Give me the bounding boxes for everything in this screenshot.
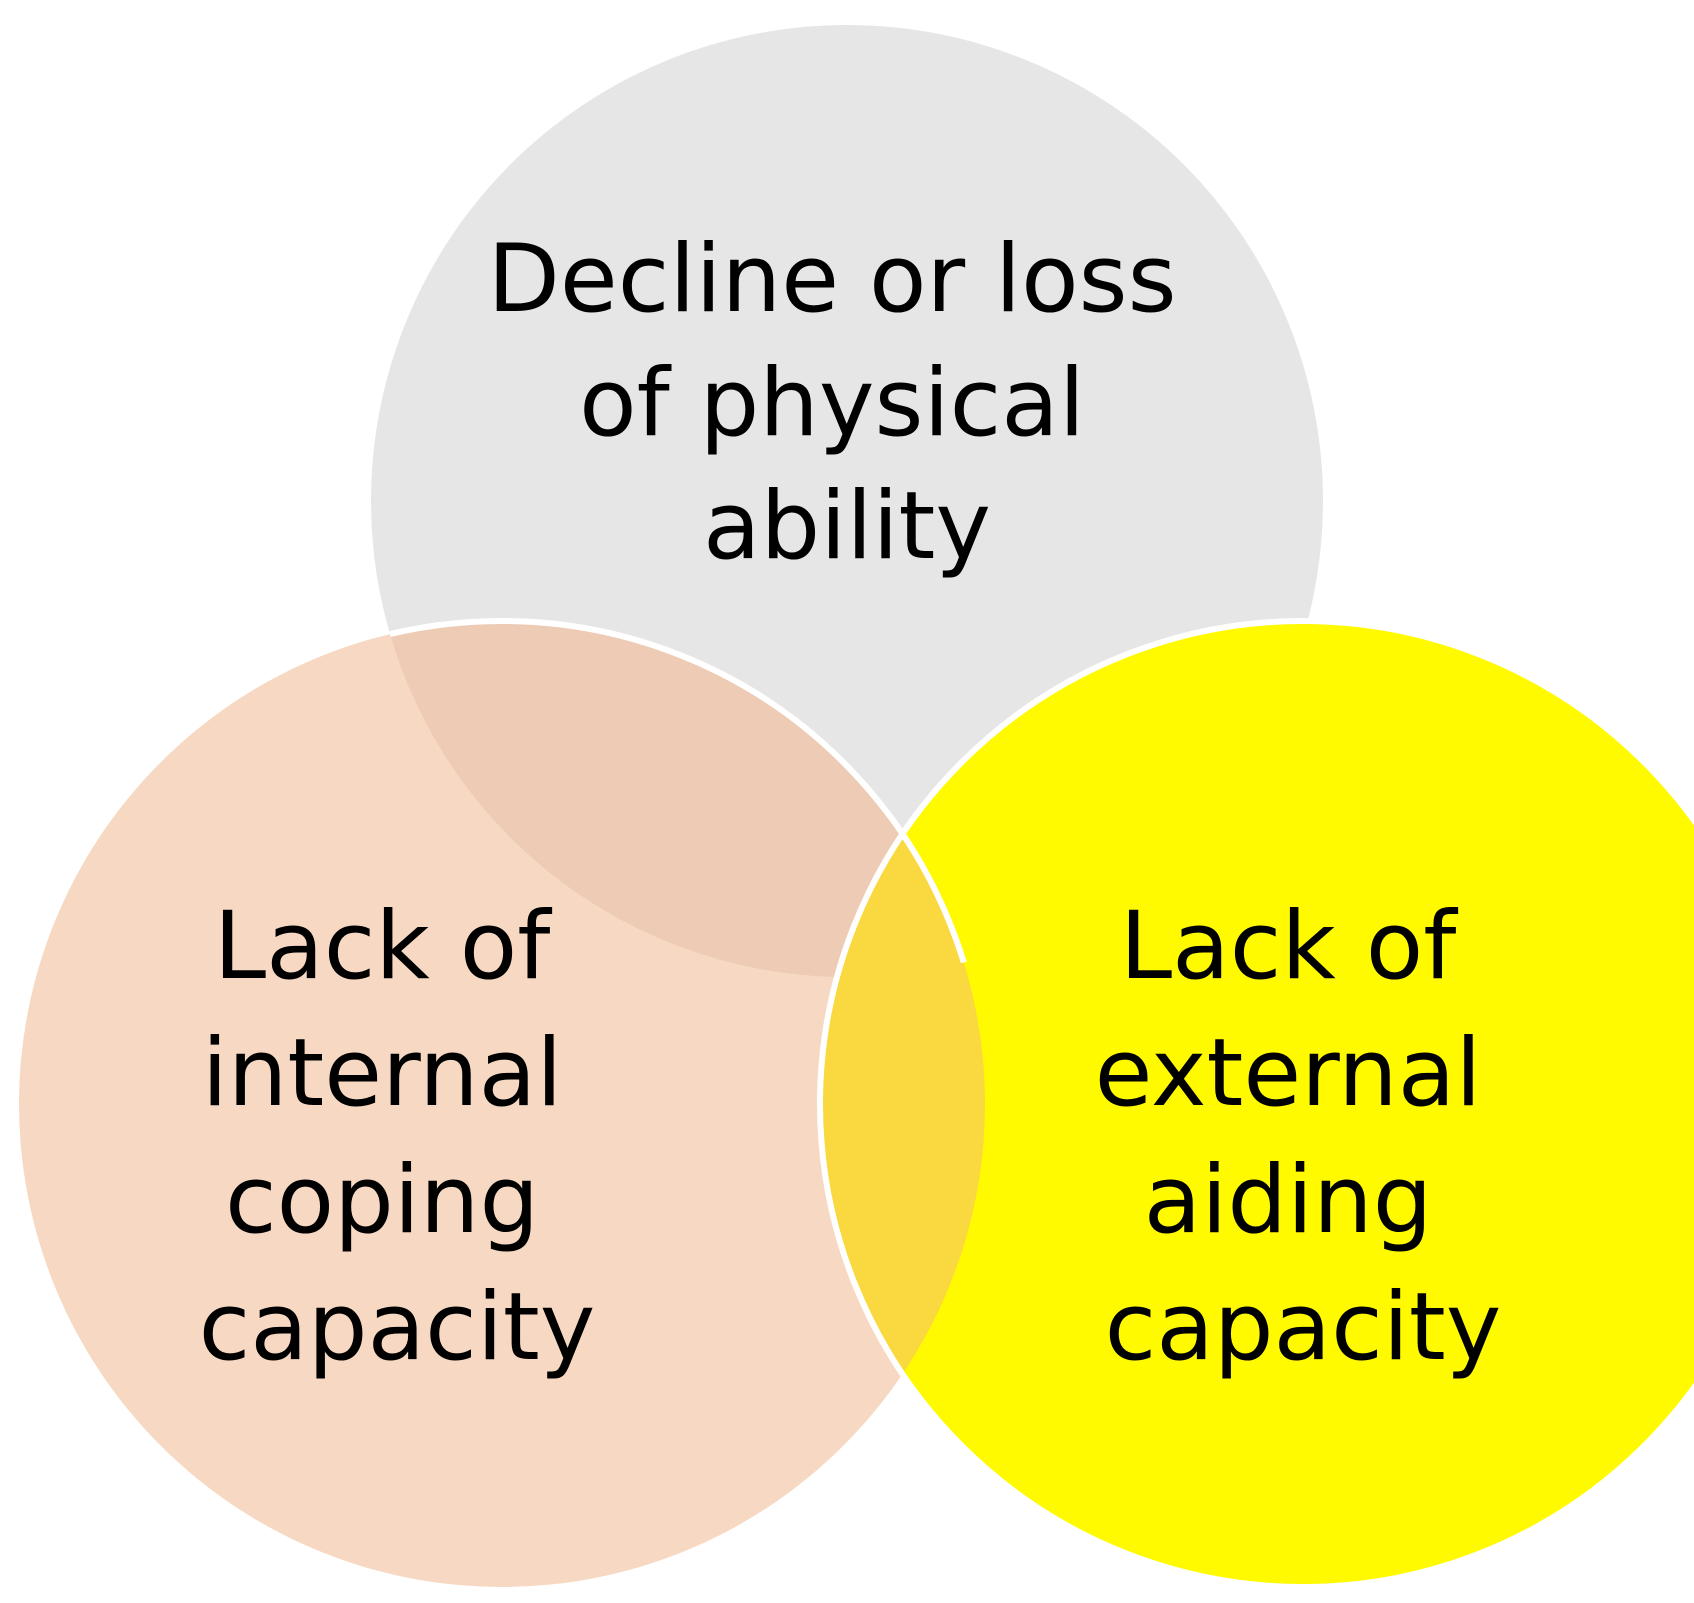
circle-right <box>820 621 1694 1587</box>
label-right-line-2: external <box>1095 1019 1482 1128</box>
label-top: Decline or loss of physical ability <box>488 225 1207 581</box>
label-left-line-1: Lack of <box>214 892 552 1001</box>
label-left-line-3: coping <box>225 1146 539 1255</box>
label-left-line-4: capacity <box>199 1273 596 1382</box>
label-right-line-4: capacity <box>1105 1273 1502 1382</box>
circle-right-outline <box>817 618 1694 1590</box>
label-top-line-3: ability <box>703 472 991 581</box>
label-left: Lack of internal coping capacity <box>199 892 596 1382</box>
overlap-top-left <box>371 621 985 977</box>
circle-left-outline <box>371 618 988 977</box>
label-right-line-1: Lack of <box>1120 892 1458 1001</box>
label-right-line-3: aiding <box>1144 1146 1433 1255</box>
label-top-line-1: Decline or loss <box>488 225 1177 334</box>
label-top-line-2: of physical <box>579 349 1085 458</box>
label-left-line-2: internal <box>202 1019 563 1128</box>
label-right: Lack of external aiding capacity <box>1095 892 1512 1382</box>
